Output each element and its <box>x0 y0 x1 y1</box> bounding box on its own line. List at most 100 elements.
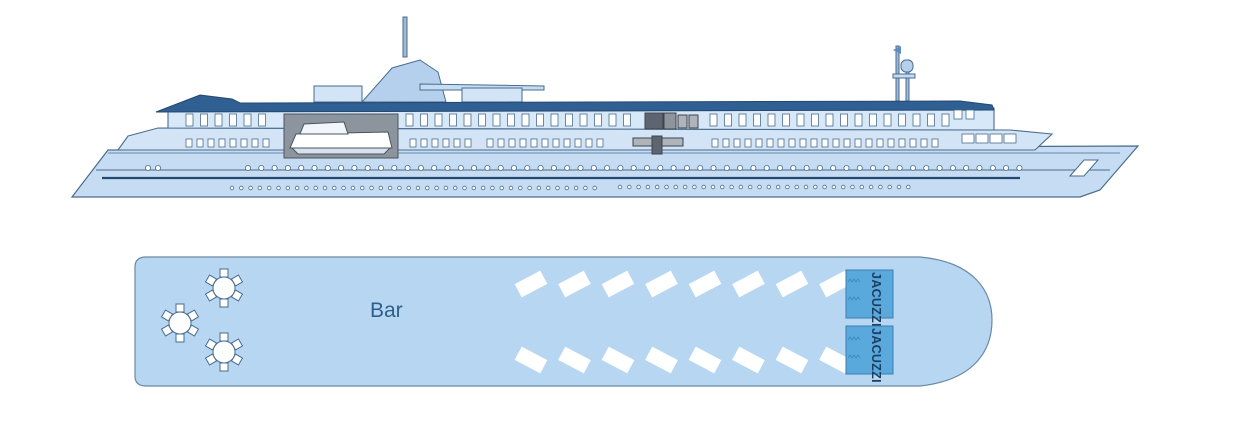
window <box>258 113 266 127</box>
window <box>854 113 863 127</box>
porthole <box>843 164 850 171</box>
window <box>989 133 1003 144</box>
table <box>204 332 244 372</box>
window <box>810 138 818 148</box>
window <box>251 138 259 148</box>
table-top <box>168 311 192 335</box>
porthole <box>729 184 734 190</box>
window <box>931 138 939 148</box>
window <box>536 113 544 127</box>
window <box>608 113 617 127</box>
porthole <box>777 164 784 171</box>
sunbed <box>688 270 722 298</box>
porthole <box>850 184 855 190</box>
window <box>486 138 494 148</box>
porthole <box>655 184 660 190</box>
porthole <box>404 164 411 171</box>
table-top <box>212 276 236 300</box>
porthole <box>377 164 384 171</box>
window <box>876 138 884 148</box>
window <box>565 113 573 127</box>
sunbeds <box>514 270 852 374</box>
porthole <box>1003 164 1010 171</box>
porthole <box>311 164 318 171</box>
porthole <box>644 164 651 171</box>
window <box>724 113 732 127</box>
porthole <box>144 164 151 171</box>
porthole <box>313 185 318 191</box>
porthole <box>564 185 569 191</box>
porthole <box>682 184 688 190</box>
porthole <box>822 184 827 190</box>
window <box>722 138 730 148</box>
porthole <box>617 184 623 190</box>
porthole <box>627 184 632 190</box>
porthole <box>431 164 438 171</box>
window <box>912 113 921 127</box>
jacuzzi-1: JACUZZI <box>845 269 894 327</box>
window <box>843 138 851 148</box>
porthole <box>457 164 464 171</box>
window <box>521 113 530 127</box>
porthole <box>592 185 597 191</box>
porthole <box>868 184 874 190</box>
porthole <box>763 164 770 171</box>
porthole <box>831 184 837 190</box>
porthole <box>546 185 551 191</box>
porthole <box>397 185 402 191</box>
porthole <box>462 185 467 191</box>
window <box>711 138 719 148</box>
porthole <box>710 164 717 171</box>
porthole <box>883 164 890 171</box>
porthole <box>617 164 624 171</box>
window <box>214 113 223 127</box>
table <box>160 303 200 343</box>
porthole <box>364 164 371 171</box>
window <box>541 138 549 148</box>
porthole <box>527 185 532 191</box>
sunbed <box>601 346 635 374</box>
window <box>218 138 226 148</box>
porthole <box>425 185 430 191</box>
porthole <box>536 185 542 191</box>
window <box>530 138 538 148</box>
porthole <box>341 185 346 191</box>
porthole <box>550 164 557 171</box>
porthole <box>577 164 584 171</box>
window <box>507 113 515 127</box>
porthole <box>248 185 253 191</box>
porthole <box>360 185 365 191</box>
porthole <box>499 185 504 191</box>
porthole <box>508 185 514 191</box>
window <box>420 138 428 148</box>
window <box>262 138 270 148</box>
sunbed <box>645 346 678 374</box>
porthole <box>510 164 517 171</box>
window <box>854 138 862 148</box>
window <box>585 138 593 148</box>
porthole <box>276 185 281 191</box>
porthole <box>738 184 744 190</box>
porthole <box>936 164 943 171</box>
window <box>898 113 906 127</box>
porthole <box>701 184 706 190</box>
porthole <box>284 164 291 171</box>
porthole <box>338 164 345 171</box>
window <box>552 138 560 148</box>
porthole <box>841 184 846 190</box>
window <box>243 113 252 127</box>
window <box>240 138 248 148</box>
lifeboat <box>283 113 399 159</box>
window <box>788 138 796 148</box>
porthole <box>298 164 305 171</box>
sunbed <box>688 346 722 374</box>
window <box>909 138 917 148</box>
deck-top-view: Bar JACUZZI JACUZZI <box>134 256 993 387</box>
porthole <box>697 164 704 171</box>
window <box>883 113 892 127</box>
window <box>953 109 963 120</box>
window <box>508 138 516 148</box>
window <box>961 133 975 144</box>
window <box>519 138 527 148</box>
window <box>463 113 472 127</box>
